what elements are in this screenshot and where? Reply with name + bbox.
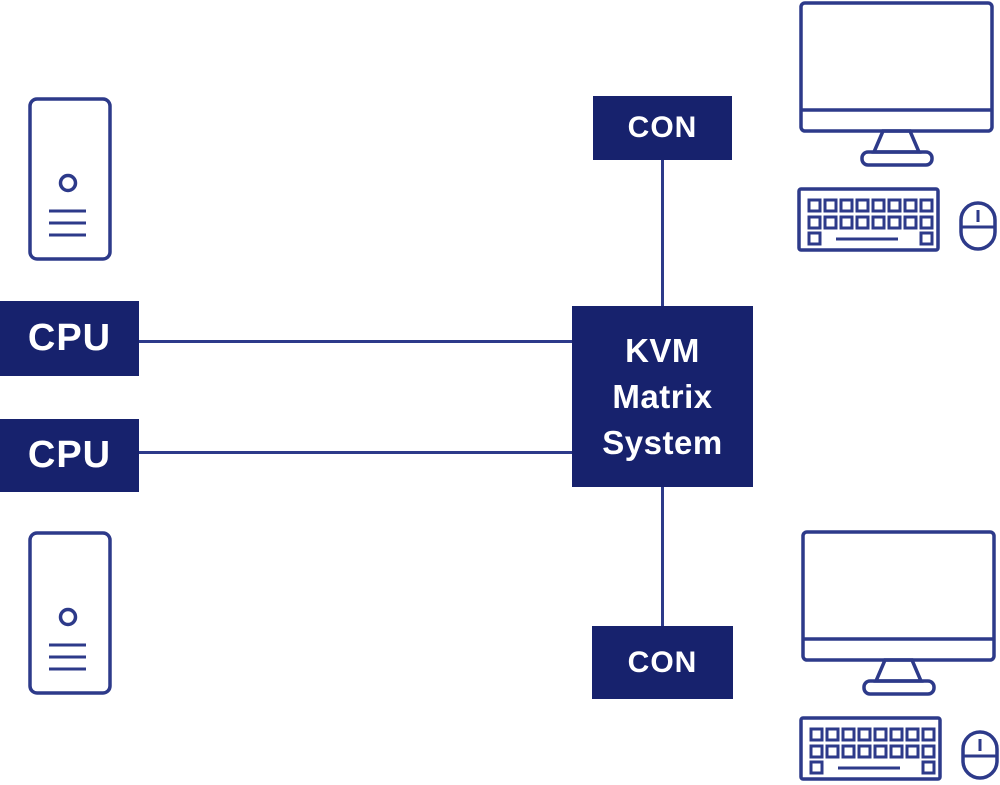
connector-cpu-top-to-kvm <box>139 340 572 343</box>
con-node-top: CON <box>593 96 732 160</box>
mouse-icon <box>961 730 999 780</box>
cpu-top-label: CPU <box>27 317 112 359</box>
kvm-matrix-label: KVM Matrix System <box>602 328 722 466</box>
monitor-icon <box>801 530 996 696</box>
mouse-icon <box>959 201 997 251</box>
kvm-label-line1: KVM <box>625 331 700 369</box>
con-node-bottom: CON <box>592 626 733 699</box>
cpu-node-bottom: CPU <box>0 419 139 492</box>
keyboard-icon <box>799 716 942 781</box>
kvm-matrix-node: KVM Matrix System <box>572 306 753 487</box>
keyboard-icon <box>797 187 940 252</box>
console-icons-bottom <box>799 530 999 781</box>
con-top-label: CON <box>627 111 698 144</box>
con-bottom-label: CON <box>627 645 698 679</box>
connector-con-top-to-kvm <box>661 159 664 307</box>
kvm-label-line2: Matrix <box>612 377 713 415</box>
console-icons-top <box>797 1 997 252</box>
computer-tower-icon <box>28 97 112 261</box>
computer-tower-icon <box>28 531 112 695</box>
kvm-label-line3: System <box>602 423 723 461</box>
cpu-bottom-label: CPU <box>27 434 112 476</box>
connector-cpu-bottom-to-kvm <box>139 451 572 454</box>
cpu-node-top: CPU <box>0 301 139 376</box>
connector-kvm-to-con-bottom <box>661 486 664 627</box>
monitor-icon <box>799 1 994 167</box>
